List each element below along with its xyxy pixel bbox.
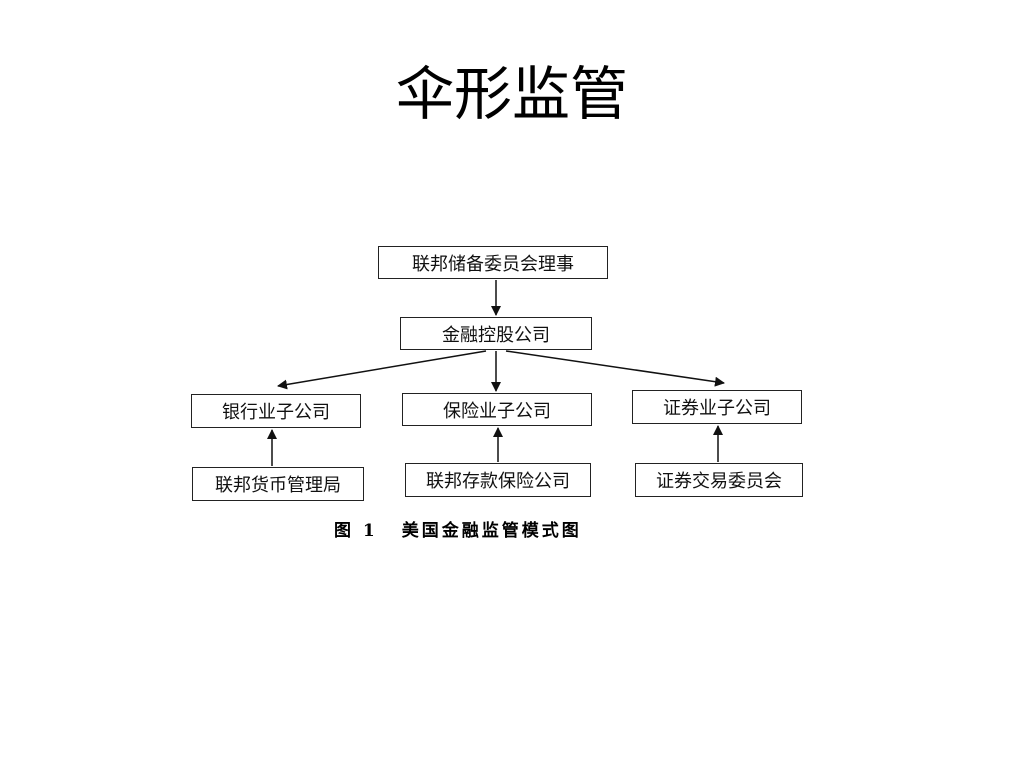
figure-number: 图 1 (334, 521, 378, 541)
node-securities-subsidiary: 证券业子公司 (632, 390, 802, 424)
figure-caption: 图 1 美国金融监管模式图 (334, 516, 582, 541)
node-fed-board: 联邦储备委员会理事 (378, 246, 608, 279)
arrow-holding-to-bank (277, 350, 487, 390)
node-sec-commission: 证券交易委员会 (635, 463, 803, 497)
node-bank-subsidiary: 银行业子公司 (191, 394, 361, 428)
node-fdic: 联邦存款保险公司 (405, 463, 591, 497)
slide-title: 伞形监管 (395, 60, 628, 128)
node-currency-comptroller: 联邦货币管理局 (192, 467, 364, 501)
arrow-holding-to-securities (505, 350, 725, 387)
figure-caption-text: 美国金融监管模式图 (401, 521, 582, 541)
node-insurance-subsidiary: 保险业子公司 (402, 393, 592, 426)
node-financial-holding-company: 金融控股公司 (400, 317, 592, 350)
